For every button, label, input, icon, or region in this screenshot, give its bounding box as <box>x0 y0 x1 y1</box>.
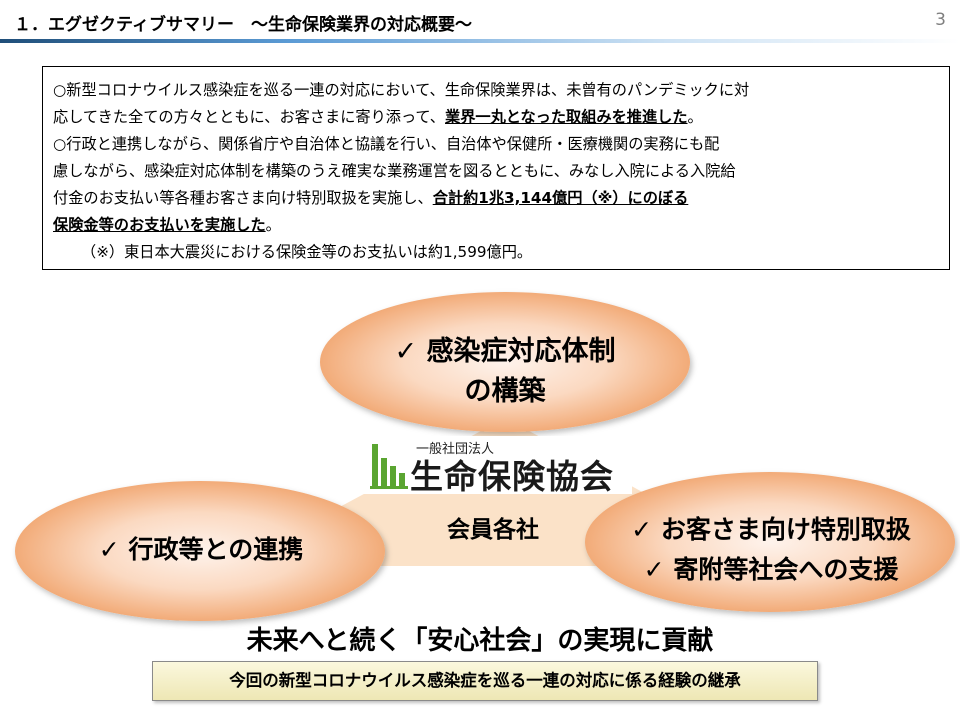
summary-paragraph-2: ○行政と連携しながら、関係省庁や自治体と協議を行い、自治体や保健所・医療機関の実… <box>53 131 941 239</box>
summary-note: （※）東日本大震災における保険金等のお支払いは約1,599億円。 <box>81 243 533 261</box>
summary-box: ○新型コロナウイルス感染症を巡る一連の対応において、生命保険業界は、未曾有のパン… <box>42 66 950 270</box>
summary-text: 付金のお支払い等各種お客さま向け特別取扱を実施し、 <box>53 189 433 207</box>
summary-text: 。 <box>265 216 281 234</box>
summary-line: 慮しながら、感染症対応体制を構築のうえ確実な業務運営を図るとともに、みなし入院に… <box>53 162 736 180</box>
focus-area-label: の構築 <box>464 376 546 407</box>
summary-paragraph-1: ○新型コロナウイルス感染症を巡る一連の対応において、生命保険業界は、未曾有のパン… <box>53 77 941 131</box>
ellipse-top <box>320 292 690 432</box>
focus-area-label: ✓ 寄附等社会への支援 <box>643 555 899 584</box>
summary-line: ○行政と連携しながら、関係省庁や自治体と協議を行い、自治体や保健所・医療機関の実… <box>53 135 720 153</box>
focus-area-label: ✓ お客さま向け特別取扱 <box>631 515 911 544</box>
logo-subtitle: 一般社団法人 <box>416 442 495 457</box>
page-title: １．エグゼクティブサマリー ～生命保険業界の対応概要～ <box>14 15 472 35</box>
focus-area-label: ✓ 感染症対応体制 <box>394 336 616 367</box>
ellipse-left <box>15 481 385 621</box>
focus-area-label: ✓ 行政等との連携 <box>98 535 304 564</box>
tagline: 未来へと続く「安心社会」の実現に貢献 <box>246 626 714 656</box>
association-logo: 一般社団法人 生命保険協会 <box>364 436 632 496</box>
focus-area-government: ✓ 行政等との連携 <box>56 530 346 570</box>
summary-line: 応してきた全ての方々とともに、お客さまに寄り添って、業界一丸となった取組みを推進… <box>53 104 941 131</box>
page-number: 3 <box>935 10 946 30</box>
member-companies-label: 会員各社 <box>447 517 539 543</box>
summary-line: 付金のお支払い等各種お客さま向け特別取扱を実施し、合計約1兆3,144億円（※）… <box>53 185 941 212</box>
summary-text: 応してきた全ての方々とともに、お客さまに寄り添って、 <box>53 108 445 126</box>
summary-emphasis: 合計約1兆3,144億円（※）にのぼる <box>432 189 689 207</box>
summary-emphasis: 保険金等のお支払いを実施した <box>53 216 266 234</box>
focus-area-customer: ✓ お客さま向け特別取扱 ✓ 寄附等社会への支援 <box>596 510 946 590</box>
logo-name: 生命保険協会 <box>410 457 614 496</box>
ellipse-right <box>585 472 955 612</box>
summary-line: 保険金等のお支払いを実施した。 <box>53 212 941 239</box>
summary-emphasis: 業界一丸となった取組みを推進した <box>445 108 688 126</box>
focus-area-infection-response: ✓ 感染症対応体制 の構築 <box>360 332 650 412</box>
summary-text: 。 <box>687 108 703 126</box>
summary-line: ○新型コロナウイルス感染症を巡る一連の対応において、生命保険業界は、未曾有のパン… <box>53 81 750 99</box>
logo-mark-icon <box>370 444 408 489</box>
header-divider <box>0 39 960 43</box>
bottom-banner: 今回の新型コロナウイルス感染症を巡る一連の対応に係る経験の継承 <box>152 661 818 701</box>
